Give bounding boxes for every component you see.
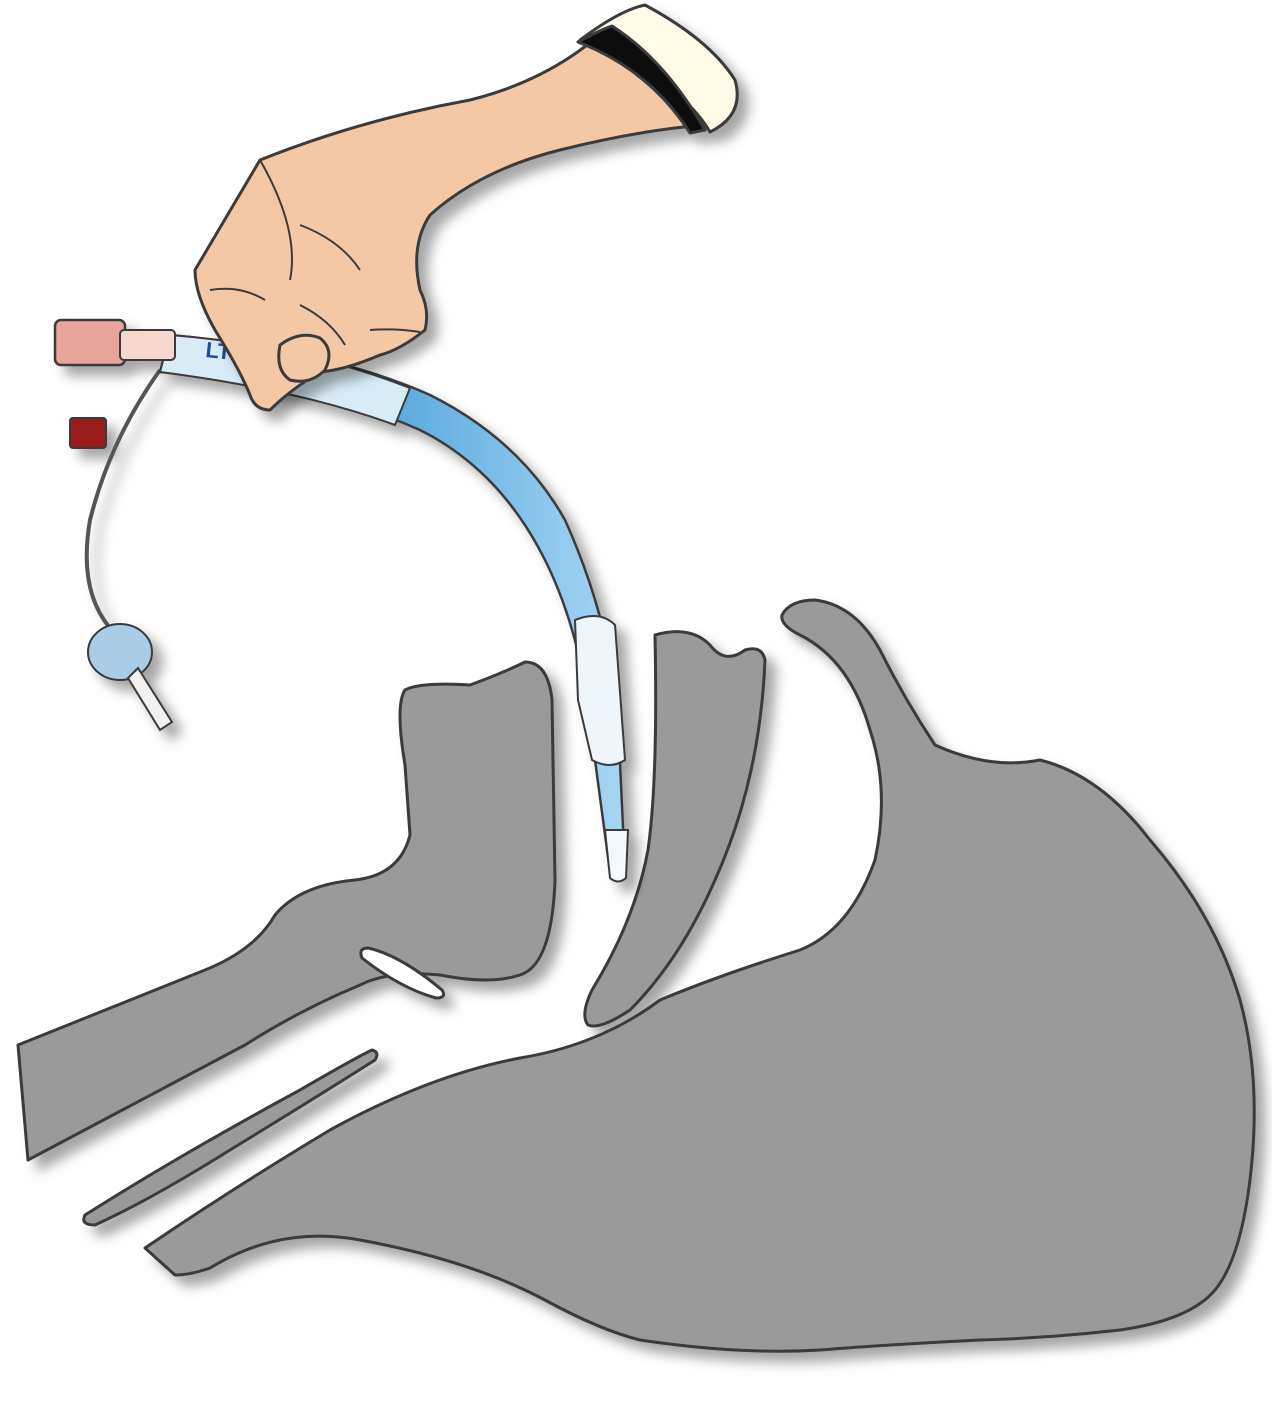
connector-neck <box>120 330 175 360</box>
hand <box>195 5 737 410</box>
pilot-line <box>87 370 160 628</box>
pilot-valve <box>70 418 106 448</box>
anatomy <box>18 600 1254 1351</box>
tube-tip <box>605 830 628 882</box>
tube-connector <box>55 320 125 365</box>
distal-cuff <box>575 616 625 765</box>
pilot-balloon-stem <box>128 668 172 730</box>
pilot-balloon <box>88 624 152 680</box>
thumb-shape <box>279 335 329 381</box>
hand-shape <box>195 30 705 410</box>
